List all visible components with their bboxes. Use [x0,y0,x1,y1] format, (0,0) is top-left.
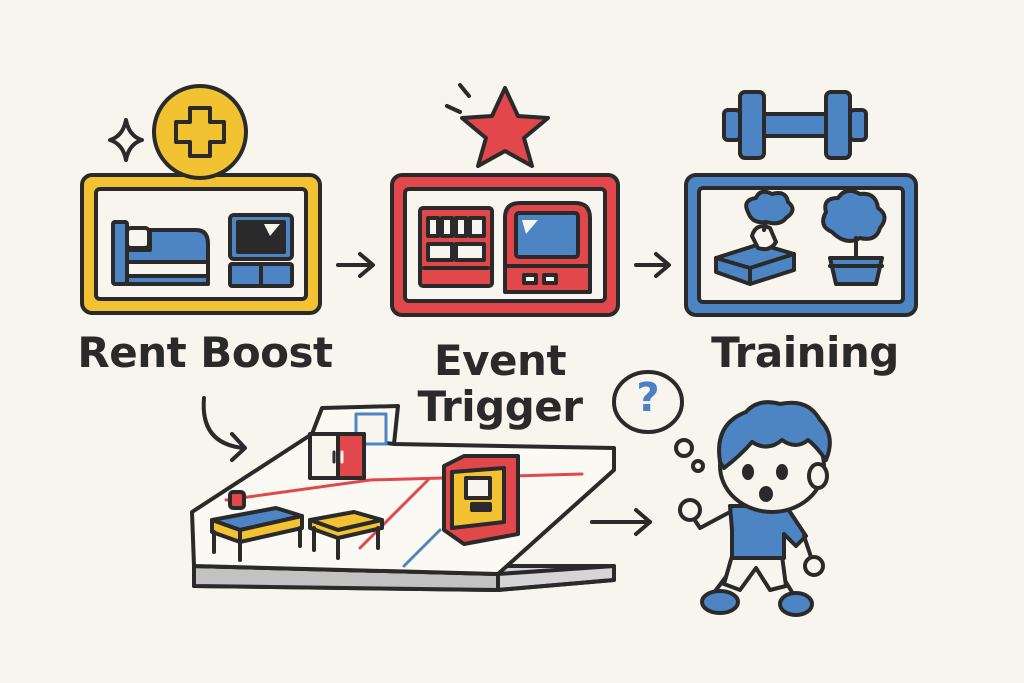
confused-boy [678,400,832,617]
event-trigger-panel [390,173,620,317]
burst-lines-icon [445,83,471,114]
wardrobe-icon [308,432,366,480]
arrow-right-icon [336,252,375,278]
question-mark: ? [636,375,660,421]
arrow-right-icon [634,252,671,278]
arrow-right-icon [590,508,652,536]
bookshelf-icon [418,206,494,288]
curved-arrow-icon [201,396,246,450]
thought-bubble [612,370,705,473]
event-trigger-label-line1: Event [433,336,567,385]
rent-boost-panel [80,173,322,315]
training-panel [684,173,918,317]
arcade-machine-icon [503,201,592,294]
event-trigger-label: Event Trigger [395,338,605,430]
star-icon [460,86,550,168]
dumbbell-icon [722,90,868,160]
bed-icon [210,490,304,562]
plus-badge-icon [152,84,248,180]
event-trigger-label-line2: Trigger [417,382,583,431]
arcade-machine-icon [442,454,520,546]
room-floor-plan [190,404,616,592]
rent-boost-label: Rent Boost [77,328,333,377]
sparkle-icon [108,118,144,162]
potted-tree-icon [821,188,887,286]
bed-icon [111,220,210,286]
table-icon [308,510,384,560]
tv-icon [228,213,294,288]
curved-arrow-head [230,432,247,462]
training-label: Training [711,328,899,377]
table-with-plant-icon [714,189,796,286]
